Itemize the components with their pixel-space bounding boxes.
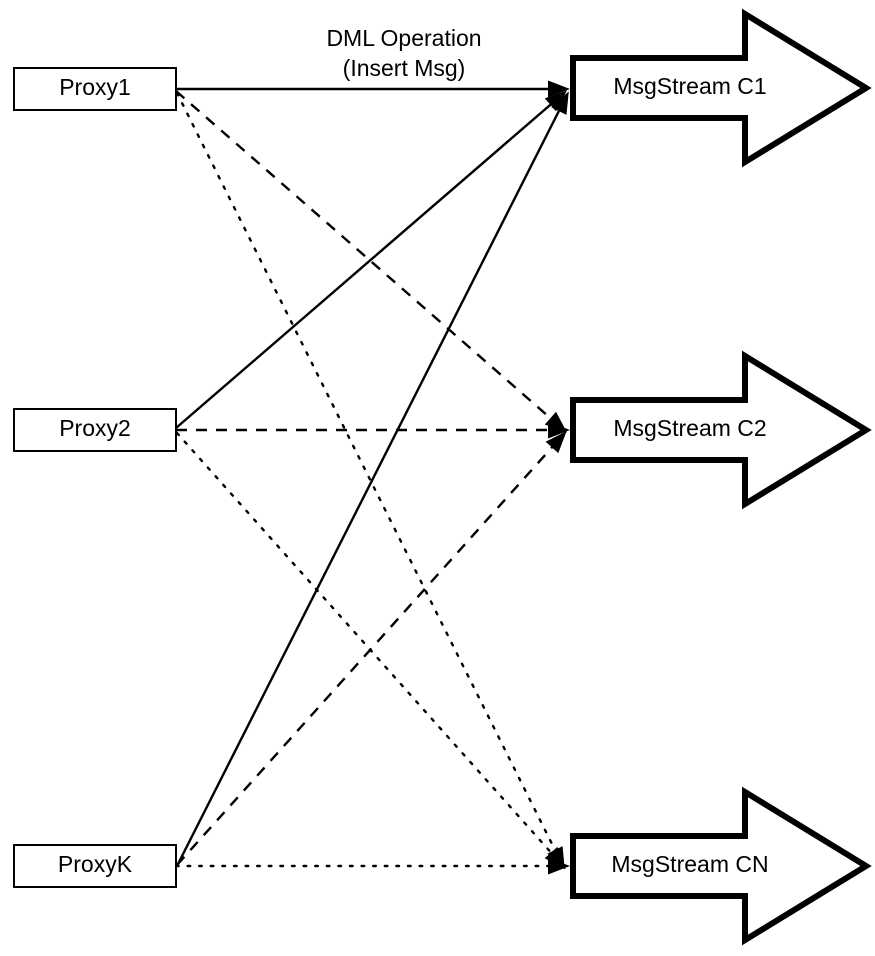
msgstream-c2[interactable]: MsgStream C2: [570, 350, 872, 510]
msgstream-layer: MsgStream C1 MsgStream C2 MsgStream CN: [570, 8, 872, 946]
edge-proxyK-to-c1: [176, 94, 569, 865]
edge-proxyK-to-c2: [176, 433, 565, 866]
arrowhead-proxyK-to-c2: [545, 431, 567, 454]
edge-line-dashed: [175, 90, 565, 431]
proxy-label: ProxyK: [58, 851, 133, 877]
edge-proxy1-to-cn: [175, 91, 565, 868]
msgstream-label: MsgStream CN: [611, 851, 768, 877]
arrowhead-proxy2-to-c1: [544, 90, 568, 112]
edge-arrowheads-layer: [544, 80, 570, 875]
msgstream-cn[interactable]: MsgStream CN: [570, 786, 872, 946]
proxy-box-shape: [13, 67, 177, 111]
proxy-label: Proxy1: [59, 74, 131, 100]
arrowhead-proxy2-to-c2: [548, 421, 570, 439]
arrowhead-proxy1-to-c1: [548, 80, 570, 98]
msgstream-arrow-shape: [570, 786, 872, 946]
proxy-box-shape: [13, 408, 177, 452]
dml-operation-label-line2: (Insert Msg): [343, 55, 466, 81]
dml-operation-label-line1: DML Operation: [326, 25, 481, 51]
proxy-node-proxy1[interactable]: Proxy1: [13, 67, 177, 111]
edge-line-dotted: [175, 91, 565, 868]
proxy-node-proxy2[interactable]: Proxy2: [13, 408, 177, 452]
edges-layer: [174, 87, 569, 868]
edge-proxy2-to-c1: [175, 92, 565, 429]
dml-operation-label: DML Operation (Insert Msg): [326, 25, 481, 81]
edge-proxy1-to-c2: [175, 90, 565, 431]
proxy-label: Proxy2: [59, 415, 131, 441]
edge-line-solid: [176, 94, 569, 865]
msgstream-label: MsgStream C1: [613, 73, 766, 99]
proxy-box-shape: [13, 844, 177, 888]
arrowhead-proxyK-to-cn: [548, 857, 570, 875]
msgstream-arrow-shape: [570, 350, 872, 510]
proxy-node-proxyK[interactable]: ProxyK: [13, 844, 177, 888]
edge-line-solid: [175, 92, 565, 429]
edge-line-dashed: [176, 433, 565, 866]
msgstream-label: MsgStream C2: [613, 415, 766, 441]
arrowhead-proxyK-to-c1: [551, 91, 569, 115]
msgstream-arrow-shape: [570, 8, 872, 168]
msgstream-c1[interactable]: MsgStream C1: [570, 8, 872, 168]
